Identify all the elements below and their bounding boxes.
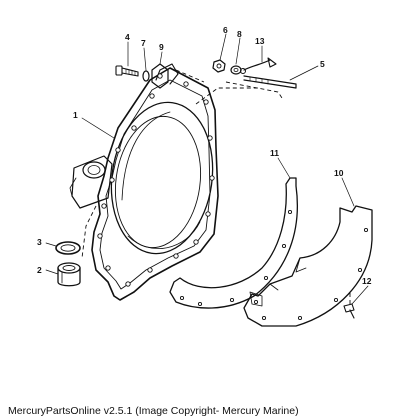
callout-10: 10 xyxy=(334,168,344,178)
callout-labels: 1 2 3 4 5 6 7 8 9 10 11 12 13 xyxy=(37,25,372,286)
inspection-cover-10 xyxy=(243,205,373,327)
bracket-9 xyxy=(151,63,169,89)
lock-washer-7 xyxy=(142,70,150,82)
flywheel-housing xyxy=(69,63,219,301)
callout-3: 3 xyxy=(37,237,42,247)
bolt-4 xyxy=(115,65,139,77)
callout-11: 11 xyxy=(270,148,279,158)
callout-9: 9 xyxy=(159,42,164,52)
washer-8 xyxy=(230,65,242,75)
callout-6: 6 xyxy=(223,25,228,35)
seal-ring xyxy=(55,241,81,255)
bushing-cup xyxy=(57,262,81,287)
callout-7: 7 xyxy=(141,38,146,48)
callout-8: 8 xyxy=(237,29,242,39)
callout-1: 1 xyxy=(73,110,78,120)
callout-13: 13 xyxy=(255,36,265,46)
stud-5 xyxy=(243,75,297,89)
nut-6 xyxy=(212,59,226,73)
screw-12 xyxy=(343,303,355,319)
copyright-caption: MercuryPartsOnline v2.5.1 (Image Copyrig… xyxy=(8,405,299,417)
callout-5: 5 xyxy=(320,59,325,69)
callout-4: 4 xyxy=(125,32,130,42)
callout-leaders xyxy=(45,33,369,305)
assembly-leader-lines xyxy=(81,69,351,304)
cover-plate-11 xyxy=(169,177,298,309)
callout-12: 12 xyxy=(362,276,372,286)
callout-2: 2 xyxy=(37,265,42,275)
wire-lead-13 xyxy=(240,57,277,74)
